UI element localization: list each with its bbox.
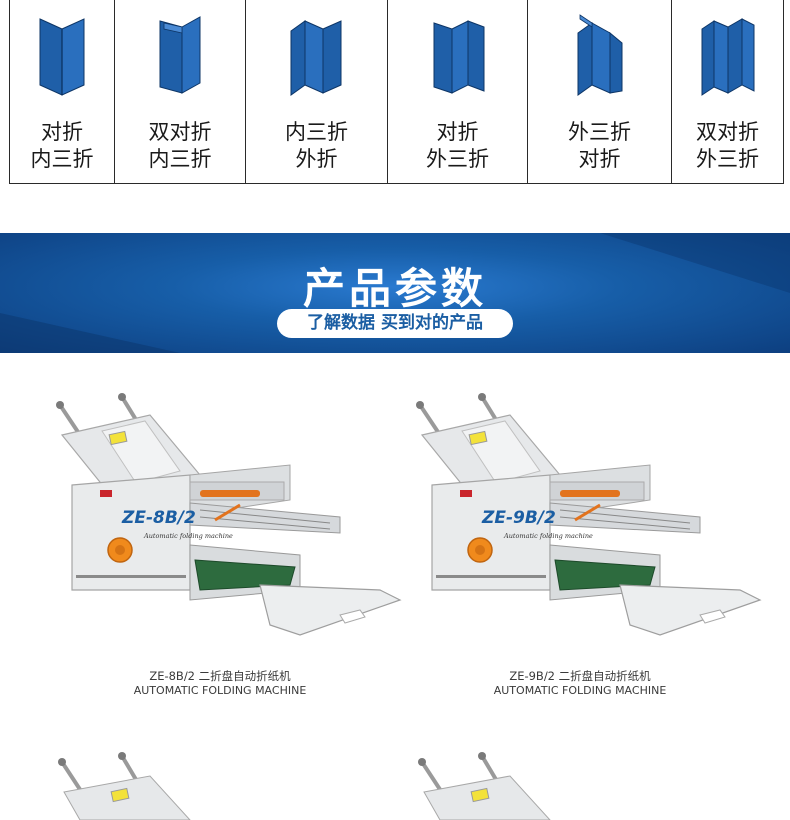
product-subtitle: AUTOMATIC FOLDING MACHINE xyxy=(493,684,667,697)
machine-model-label: ZE-8B/2 xyxy=(121,508,196,528)
product-subtitle: AUTOMATIC FOLDING MACHINE xyxy=(133,684,307,697)
folding-machine-image-partial xyxy=(418,752,551,820)
product-card[interactable]: ZE-8B/2 Automatic folding machine ZE-8B/… xyxy=(40,385,402,705)
banner-title: 产品参数 xyxy=(302,264,487,313)
letter-fold-icon xyxy=(290,20,341,96)
fold-type-label: 双对折 外三折 xyxy=(696,120,759,171)
banner-background-decoration xyxy=(0,233,790,353)
fold-type-label: 外三折 对折 xyxy=(568,120,631,171)
fold-type-label: 对折 内三折 xyxy=(30,120,94,171)
machine-caption: Automatic folding machine xyxy=(143,532,233,540)
folding-machine-image: ZE-8B/2 Automatic folding machine xyxy=(56,393,402,636)
product-parameters-banner: 产品参数 了解数据 买到对的产品 xyxy=(0,233,790,353)
double-parallel-fold-icon xyxy=(159,16,201,94)
fold-type-label: 双对折 内三折 xyxy=(148,120,212,171)
fold-type-cell: 对折 外三折 xyxy=(388,0,528,183)
product-name: ZE-8B/2 二折盘自动折纸机 xyxy=(149,669,291,683)
double-accordion-fold-icon xyxy=(701,18,754,96)
folding-machine-image-partial xyxy=(58,752,191,820)
fold-type-cell: 双对折 外三折 xyxy=(672,0,783,183)
banner-subtitle: 了解数据 买到对的产品 xyxy=(277,309,513,338)
accordion-fold-icon xyxy=(577,14,622,96)
fold-type-cell: 对折 内三折 xyxy=(10,0,115,183)
folding-machine-image: ZE-9B/2 Automatic folding machine xyxy=(416,393,762,636)
z-fold-icon xyxy=(433,20,484,94)
product-name: ZE-9B/2 二折盘自动折纸机 xyxy=(509,669,651,683)
fold-type-cell: 内三折 外折 xyxy=(246,0,388,183)
fold-type-table: 对折 内三折 双对折 内三折 内三折 外折 对 xyxy=(9,0,784,184)
fold-type-cell: 外三折 对折 xyxy=(528,0,672,183)
half-fold-icon xyxy=(39,18,85,96)
fold-type-label: 对折 外三折 xyxy=(426,120,489,171)
fold-type-cell: 双对折 内三折 xyxy=(115,0,246,183)
product-card[interactable]: ZE-9B/2 Automatic folding machine ZE-9B/… xyxy=(400,385,762,705)
machine-model-label: ZE-9B/2 xyxy=(481,508,556,528)
fold-type-label: 内三折 外折 xyxy=(285,120,348,171)
machine-caption: Automatic folding machine xyxy=(503,532,593,540)
